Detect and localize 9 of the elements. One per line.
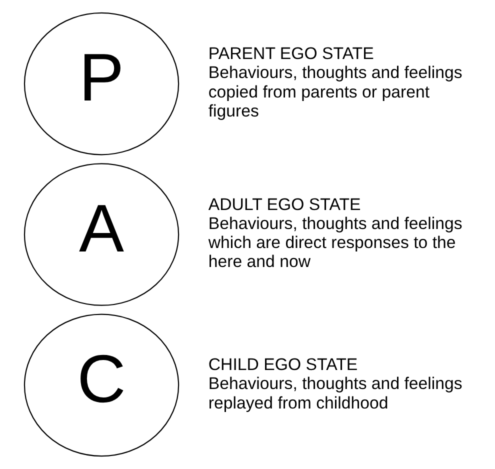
node-circle: C	[23, 314, 179, 457]
node-label: Behaviours, thoughts and feelings copied from parents or parent figures	[208, 63, 462, 120]
node-label: Behaviours, thoughts and feelings which are direct responses to the here and now	[208, 214, 462, 272]
node-label: PARENT EGO STATE	[208, 44, 374, 64]
node-circle: A	[23, 163, 179, 306]
node-circle: P	[23, 12, 179, 156]
node-label: CHILD EGO STATE	[208, 355, 358, 374]
node-label: Behaviours, thoughts and feelings replayed from childhood	[208, 374, 462, 412]
node-label: ADULT EGO STATE	[208, 194, 360, 214]
